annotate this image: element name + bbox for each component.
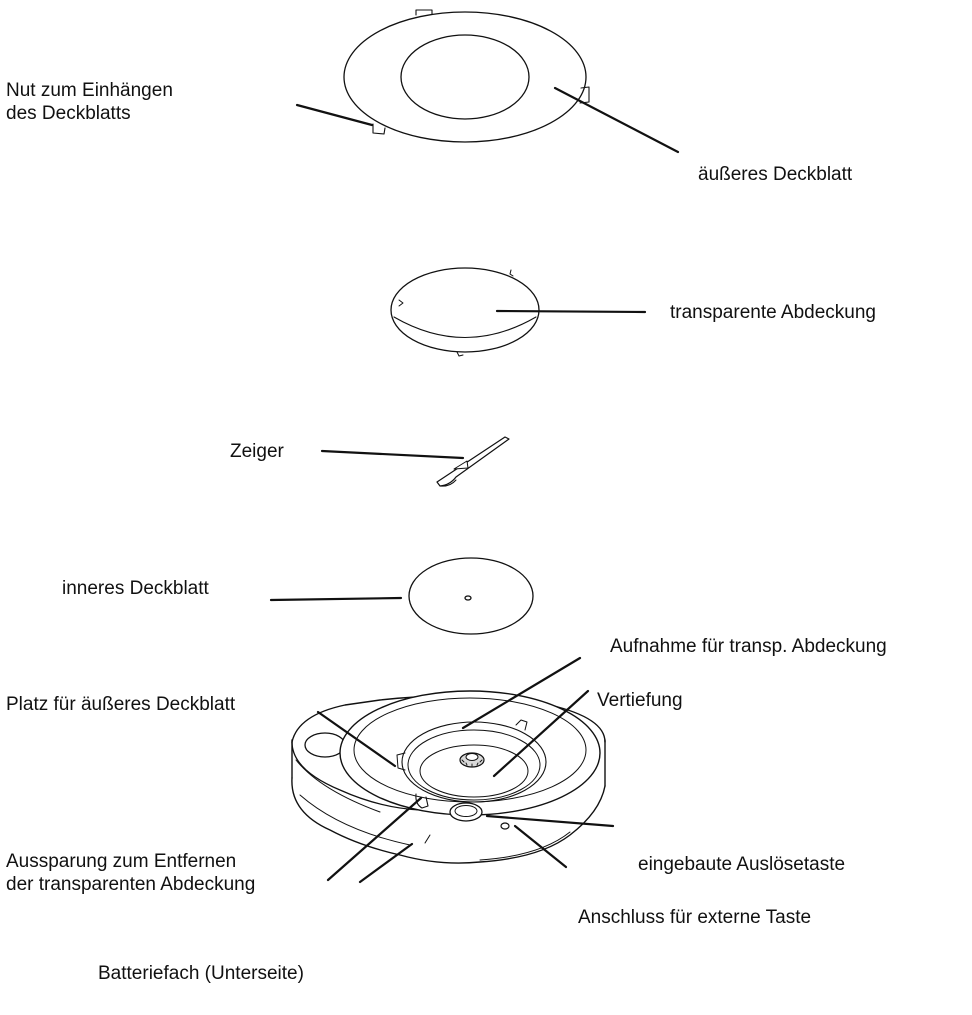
leader-removal-cutout — [326, 796, 423, 882]
leader-battery — [358, 842, 414, 884]
leader-outer-cover-place — [316, 710, 397, 768]
label-builtin-button: eingebaute Auslösetaste — [638, 854, 846, 875]
leader-external-port — [513, 824, 568, 869]
leader-transp-holder — [461, 656, 582, 730]
label-transparent-cover: transparente Abdeckung — [670, 302, 876, 323]
label-pointer: Zeiger — [230, 441, 284, 462]
inner-cover-disc — [408, 557, 534, 635]
leader-builtin-button — [485, 814, 615, 828]
label-removal-cutout-line1: Aussparung zum Entfernen — [6, 851, 237, 872]
outer-cover-ring — [343, 9, 590, 143]
leader-pointer — [320, 449, 465, 460]
label-recess: Vertiefung — [597, 690, 683, 711]
leader-inner-cover — [269, 596, 403, 602]
label-external-port: Anschluss für externe Taste — [578, 907, 812, 928]
label-outer-cover: äußeres Deckblatt — [698, 164, 853, 185]
label-transp-holder: Aufnahme für transp. Abdeckung — [610, 636, 887, 657]
label-groove-line1: Nut zum Einhängen — [6, 80, 173, 101]
label-groove-line2: des Deckblatts — [6, 103, 131, 124]
leader-recess — [492, 689, 590, 778]
leader-transparent-cover — [495, 309, 647, 314]
leader-groove — [295, 103, 374, 127]
leader-outer-cover — [553, 86, 680, 154]
label-groove: Nut zum Einhängen des Deckblatts — [6, 79, 173, 125]
leader-lines — [269, 86, 680, 884]
transparent-cover-disc — [390, 267, 540, 357]
pointer-needle — [436, 436, 510, 487]
label-removal-cutout-line2: der transparenten Abdeckung — [6, 874, 256, 895]
label-inner-cover: inneres Deckblatt — [62, 578, 209, 599]
label-removal-cutout: Aussparung zum Entfernen der transparent… — [6, 850, 255, 896]
label-outer-cover-place: Platz für äußeres Deckblatt — [6, 694, 236, 715]
base-unit — [291, 690, 606, 864]
label-battery: Batteriefach (Unterseite) — [98, 963, 304, 984]
